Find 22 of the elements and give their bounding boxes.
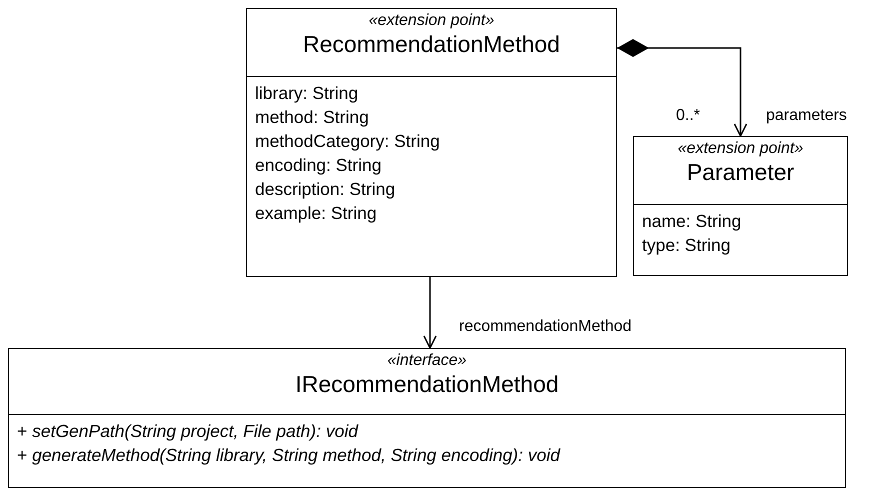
stereotype-label: «extension point» bbox=[678, 139, 804, 158]
class-name: IRecommendationMethod bbox=[295, 370, 559, 398]
member-text: + generateMethod(String library, String method, String encoding): void bbox=[17, 444, 560, 467]
member-text: description: String bbox=[255, 178, 396, 201]
association-arrow bbox=[423, 277, 437, 349]
member-text: library: String bbox=[255, 82, 358, 105]
member-text: + setGenPath(String project, File path): void bbox=[17, 420, 358, 443]
stereotype-label: «interface» bbox=[387, 351, 467, 370]
role-name: parameters bbox=[764, 107, 849, 125]
class-box bbox=[633, 136, 848, 276]
class-box bbox=[8, 348, 846, 488]
member-text: example: String bbox=[255, 202, 377, 225]
member-text: encoding: String bbox=[255, 154, 382, 177]
class-name: Parameter bbox=[686, 158, 794, 186]
stereotype-label: «extension point» bbox=[368, 11, 494, 30]
class-name: RecommendationMethod bbox=[303, 30, 560, 58]
class-box bbox=[246, 8, 617, 277]
member-text: method: String bbox=[255, 106, 369, 129]
member-text: name: String bbox=[642, 210, 742, 233]
member-text: methodCategory: String bbox=[255, 130, 440, 153]
member-text: type: String bbox=[642, 234, 731, 257]
composition-arrow bbox=[617, 39, 748, 137]
